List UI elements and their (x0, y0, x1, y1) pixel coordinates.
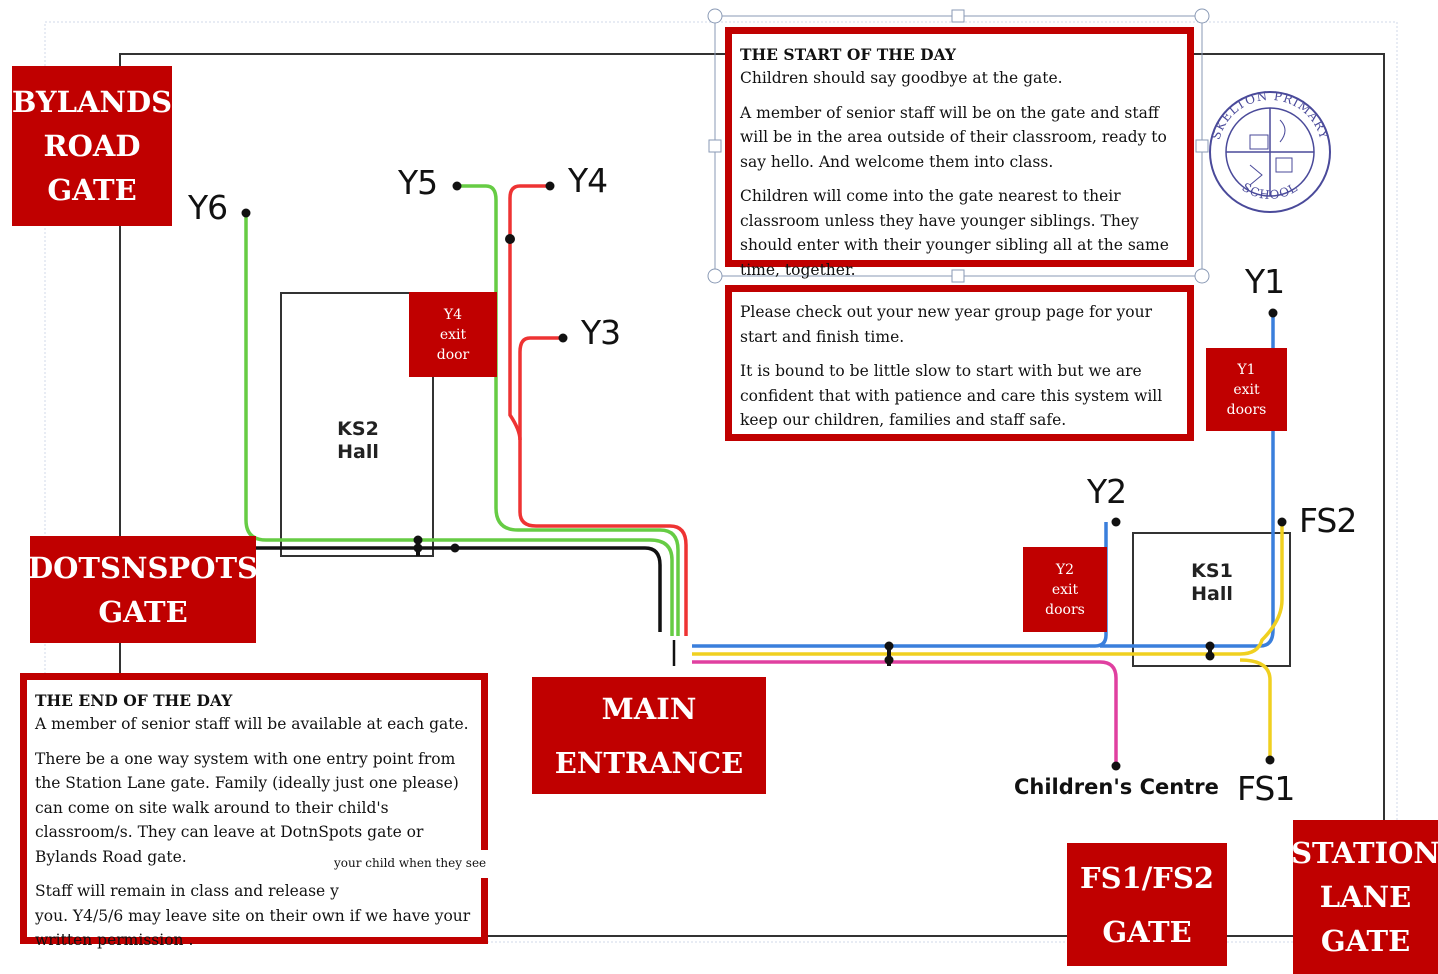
start-of-day-box[interactable]: THE START OF THE DAY Children should say… (725, 27, 1194, 279)
start-paragraph-2: A member of senior staff will be on the … (740, 103, 1167, 171)
ks1-hall-line1: KS1 (1191, 560, 1233, 582)
ks1-hall-outline (1132, 532, 1291, 667)
y5-route (457, 184, 680, 636)
y1-label: Y1 (1245, 262, 1285, 301)
y6-route (244, 213, 674, 636)
start-paragraph-1: Children should say goodbye at the gate. (740, 69, 1063, 87)
y4-route (508, 184, 688, 636)
main-line1: MAIN (601, 691, 697, 726)
dotsnspots-line2: GATE (98, 594, 188, 629)
ks2-hall-line1: KS2 (337, 418, 379, 440)
svg-text:SCHOOL: SCHOOL (1240, 180, 1301, 202)
bylands-line3: GATE (47, 173, 137, 207)
y4-exit-line2: exit (439, 326, 467, 343)
info-box: Please check out your new year group pag… (725, 285, 1194, 441)
y3-route (518, 336, 563, 440)
end-paragraph-4: you. Y4/5/6 may leave site on their own … (35, 906, 471, 950)
end-paragraph-3: Staff will remain in class and release y (35, 882, 339, 900)
info-paragraph-1: Please check out your new year group pag… (740, 303, 1152, 346)
end-paragraph-2: There be a one way system with one entry… (35, 749, 459, 866)
fs-line1: FS1/FS2 (1079, 860, 1214, 895)
end-of-day-box: THE END OF THE DAY A member of senior st… (20, 673, 488, 949)
ks2-hall-line2: Hall (337, 441, 379, 463)
main-entrance-gate: MAIN ENTRANCE (532, 677, 766, 794)
black-route (256, 546, 662, 632)
ks2-hall-label: KS2 Hall (326, 418, 390, 464)
y2-route (692, 522, 1108, 648)
dotsnspots-line1: DOTSNSPOTS (28, 550, 258, 585)
ks1-hall-line2: Hall (1191, 583, 1233, 605)
dotsnspots-gate: DOTSNSPOTS GATE (28, 536, 258, 643)
ks1-hall-label: KS1 Hall (1180, 560, 1244, 606)
y2-label: Y2 (1087, 472, 1127, 511)
info-paragraph-2: It is bound to be little slow to start w… (740, 362, 1163, 429)
station-line2: LANE (1319, 880, 1412, 914)
station-lane-gate: STATION LANE GATE (1291, 820, 1438, 974)
main-line2: ENTRANCE (554, 745, 744, 780)
start-paragraph-3: Children will come into the gate nearest… (740, 187, 1169, 279)
fs2-label: FS2 (1299, 501, 1357, 540)
page-frame (44, 21, 1398, 943)
school-logo-icon: SKELTON PRIMARY SCHOOL (1209, 89, 1331, 213)
y1-exit-doors-label: Y1 exit doors (1206, 348, 1287, 431)
y4-label: Y4 (568, 161, 608, 200)
fs1-label: FS1 (1237, 769, 1295, 808)
y5-label: Y5 (398, 163, 438, 202)
fs1-route (1239, 658, 1272, 760)
bylands-line2: ROAD (43, 129, 141, 163)
start-heading: THE START OF THE DAY (740, 45, 956, 64)
ks2-hall-outline (280, 292, 434, 557)
y2-exit-doors-label: Y2 exit doors (1023, 547, 1107, 632)
childrens-centre-route (692, 660, 1118, 766)
bylands-line1: BYLANDS (11, 85, 173, 119)
station-line1: STATION (1291, 836, 1438, 870)
y2-exit-line2: exit (1051, 581, 1079, 598)
y4-exit-line3: door (436, 346, 470, 363)
y1-exit-line1: Y1 (1237, 361, 1256, 378)
bylands-road-gate: BYLANDS ROAD GATE (12, 66, 172, 226)
y2-exit-line3: doors (1045, 601, 1085, 618)
childrens-centre-label: Children's Centre (1014, 775, 1219, 799)
fs2-route (692, 522, 1284, 656)
end-heading: THE END OF THE DAY (35, 691, 233, 710)
y1-exit-line2: exit (1233, 381, 1260, 398)
y4-exit-door-label: Y4 exit door (409, 292, 497, 377)
y4-exit-line1: Y4 (443, 306, 463, 323)
y1-exit-line3: doors (1226, 401, 1267, 418)
fs-line2: GATE (1102, 914, 1192, 949)
station-line3: GATE (1320, 924, 1411, 958)
y2-exit-line1: Y2 (1055, 561, 1075, 578)
y3-label: Y3 (581, 313, 621, 352)
end-paragraph-1: A member of senior staff will be availab… (35, 715, 469, 733)
fs1-fs2-gate: FS1/FS2 GATE (1067, 843, 1227, 966)
end-overlay-text: your child when they see (322, 850, 488, 878)
y6-label: Y6 (188, 188, 228, 227)
